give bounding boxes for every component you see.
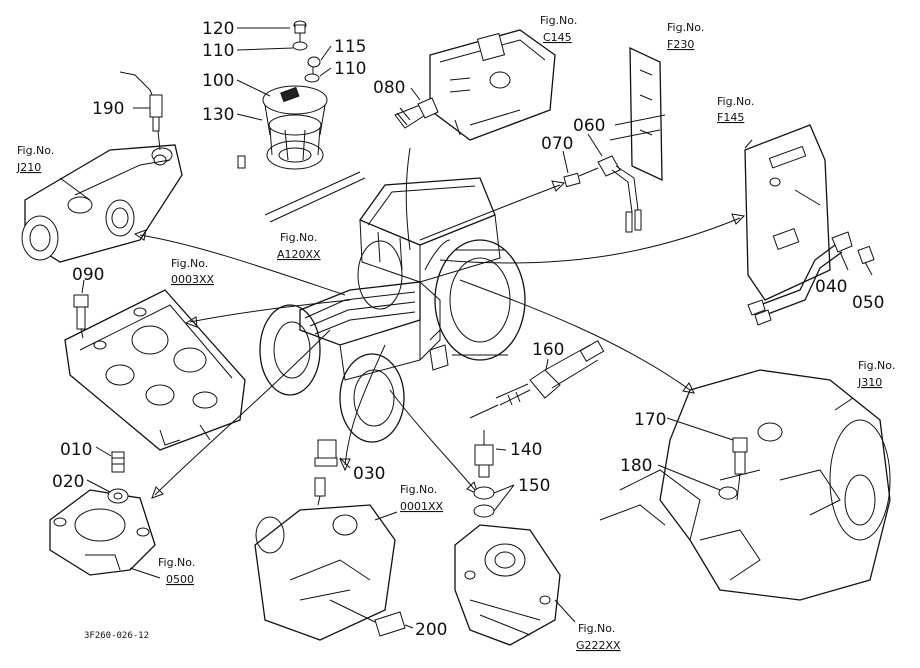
fig-id-c145: C145	[543, 31, 572, 44]
part-label-020[interactable]: 020	[52, 472, 84, 492]
fig-ref-0003xx[interactable]: Fig.No. 0003XX	[171, 257, 215, 286]
fig-id-0001xx: 0001XX	[400, 500, 444, 513]
part-label-110[interactable]: 110	[202, 41, 234, 61]
part-label-170[interactable]: 170	[634, 410, 666, 430]
part-label-190[interactable]: 190	[92, 99, 124, 119]
fig-prefix-c145: Fig.No.	[540, 14, 577, 27]
fig-prefix-f145: Fig.No.	[717, 95, 754, 108]
j310-engine-illustration	[599, 369, 891, 601]
fig-id-j310: J310	[857, 376, 882, 389]
drawing-id: 3F260-026-12	[84, 631, 149, 641]
part-label-050[interactable]: 050	[852, 293, 884, 313]
part-label-100[interactable]: 100	[202, 71, 234, 91]
fig-ref-0500[interactable]: Fig.No. 0500	[158, 556, 195, 586]
part-label-080[interactable]: 080	[373, 78, 405, 98]
fig-ref-a120[interactable]: Fig.No. A120XX	[277, 231, 321, 261]
fig-id-0003xx: 0003XX	[171, 273, 215, 286]
fig-id-g222xx: G222XX	[576, 639, 621, 652]
fig-prefix-0003xx: Fig.No.	[171, 257, 208, 270]
fig-ref-c145[interactable]: Fig.No. C145	[540, 14, 577, 44]
part-label-200[interactable]: 200	[415, 620, 447, 640]
engine-block-illustration	[254, 439, 414, 641]
f230-bracket-illustration	[562, 46, 666, 233]
engine-head-illustration	[64, 279, 246, 451]
thermostat-housing-illustration	[49, 446, 161, 579]
part-label-130[interactable]: 130	[202, 105, 234, 125]
part-label-150[interactable]: 150	[518, 476, 550, 496]
j210-housing-illustration	[21, 71, 183, 263]
part-label-120[interactable]: 120	[202, 19, 234, 39]
fig-prefix-a120: Fig.No.	[280, 231, 317, 244]
tractor-illustration	[259, 177, 526, 443]
f145-plate-illustration	[744, 124, 875, 326]
g222-housing-illustration	[454, 340, 605, 646]
fig-ref-f145[interactable]: Fig.No. F145	[717, 95, 754, 124]
part-label-140[interactable]: 140	[510, 440, 542, 460]
part-label-070[interactable]: 070	[541, 134, 573, 154]
fig-prefix-j210: Fig.No.	[17, 144, 54, 157]
part-label-010[interactable]: 010	[60, 440, 92, 460]
fig-prefix-f230: Fig.No.	[667, 21, 704, 34]
sensor-assembly-illustration	[236, 20, 366, 223]
part-label-180[interactable]: 180	[620, 456, 652, 476]
part-label-090[interactable]: 090	[72, 265, 104, 285]
part-label-110-right[interactable]: 110	[334, 59, 366, 79]
part-label-040[interactable]: 040	[815, 277, 847, 297]
part-number-labels: 120 110 115 110 100 130 190 080 060 070 …	[52, 19, 884, 640]
part-label-030[interactable]: 030	[353, 464, 385, 484]
fig-id-0500: 0500	[166, 573, 194, 586]
c145-block-illustration	[394, 29, 556, 141]
fig-ref-g222xx[interactable]: Fig.No. G222XX	[576, 622, 621, 652]
fig-prefix-0500: Fig.No.	[158, 556, 195, 569]
fig-ref-0001xx[interactable]: Fig.No. 0001XX	[400, 483, 444, 513]
fig-id-f145: F145	[717, 111, 744, 124]
fig-ref-j310[interactable]: Fig.No. J310	[857, 359, 895, 389]
fig-ref-f230[interactable]: Fig.No. F230	[667, 21, 704, 51]
fig-prefix-g222xx: Fig.No.	[578, 622, 615, 635]
fig-ref-j210[interactable]: Fig.No. J210	[16, 144, 54, 174]
fig-prefix-0001xx: Fig.No.	[400, 483, 437, 496]
figure-references: Fig.No. C145 Fig.No. F230 Fig.No. F145 F…	[16, 14, 895, 652]
part-label-060[interactable]: 060	[573, 116, 605, 136]
fig-id-a120: A120XX	[277, 248, 321, 261]
fig-id-f230: F230	[667, 38, 694, 51]
fig-id-j210: J210	[16, 161, 41, 174]
fig-prefix-j310: Fig.No.	[858, 359, 895, 372]
part-label-160[interactable]: 160	[532, 340, 564, 360]
part-label-115[interactable]: 115	[334, 37, 366, 57]
